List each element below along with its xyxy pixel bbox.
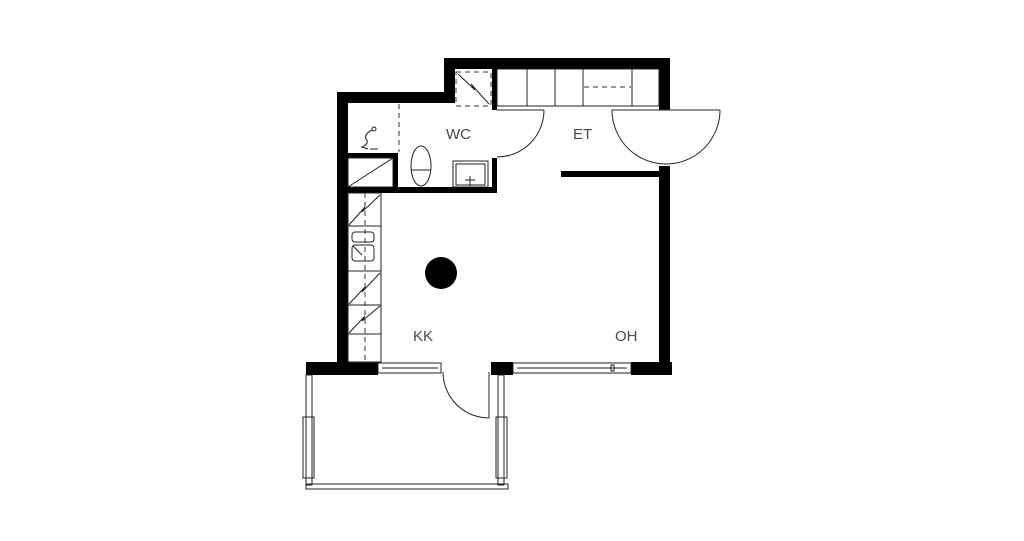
wall-hall [561, 171, 670, 177]
walls [306, 58, 672, 375]
window-right [512, 362, 632, 374]
wall-wc-right-lower [492, 158, 497, 193]
wall-right-lower [659, 166, 670, 375]
balcony-door [442, 371, 490, 419]
room-label-oh: OH [615, 328, 638, 345]
hall-storage [496, 68, 660, 107]
wall-right-upper [659, 58, 670, 110]
wall-bottom-left [306, 362, 378, 375]
bathroom-fixtures [347, 104, 489, 188]
entrance-door [611, 109, 721, 165]
toilet-icon [410, 145, 432, 187]
balcony [302, 374, 509, 490]
wc-sink-icon [452, 160, 489, 188]
shaft [455, 71, 492, 107]
wall-closet-right [393, 153, 398, 193]
wall-top-left [337, 92, 455, 103]
kitchen-counter [347, 192, 382, 363]
wall-wc-right-upper [492, 69, 497, 110]
column-icon [425, 257, 457, 289]
wall-bottom-middle [491, 362, 513, 375]
wall-step [444, 58, 455, 103]
closet [347, 157, 394, 188]
wall-bottom-right [631, 362, 672, 375]
kitchen-sink-icon [351, 231, 375, 243]
room-label-wc: WC [446, 126, 471, 143]
wall-closet-top [348, 153, 397, 158]
wall-wc-bottom [348, 187, 497, 193]
room-label-et: ET [573, 126, 592, 143]
room-label-kk: KK [413, 328, 433, 345]
window-left [377, 362, 442, 374]
wall-top [444, 58, 670, 69]
shower-icon [360, 129, 373, 150]
wall-left [337, 92, 348, 375]
wc-door [496, 109, 545, 158]
